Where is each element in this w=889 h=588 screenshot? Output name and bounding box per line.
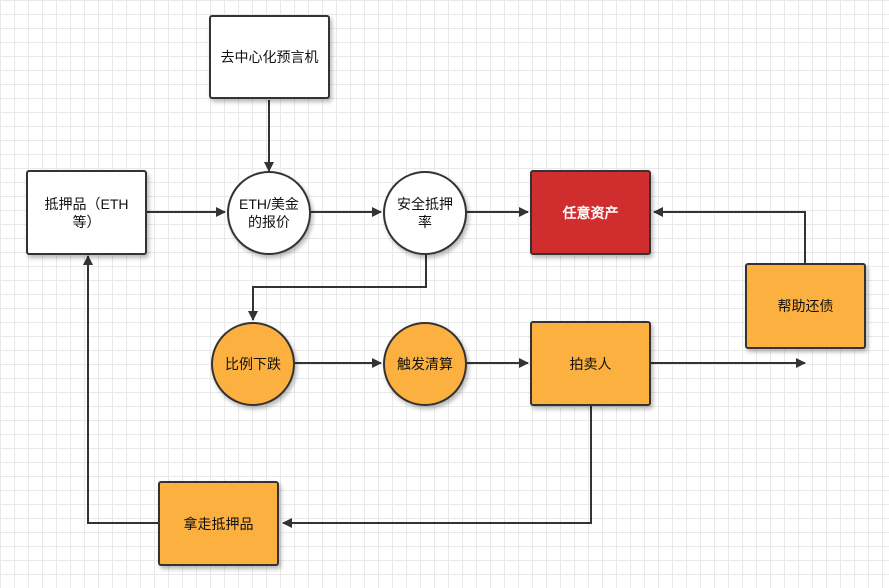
eth-usd-price-node-label: ETH/美金的报价 [239, 196, 299, 230]
collateral-node-label: 抵押品（ETH等） [44, 195, 129, 230]
any-asset-node: 任意资产 [530, 170, 651, 255]
edge-take-collateral-to-collateral [83, 255, 158, 524]
oracle-node-label: 去中心化预言机 [220, 49, 319, 65]
safe-ratio-node: 安全抵押率 [383, 171, 467, 255]
auctioneer-node: 拍卖人 [530, 321, 651, 406]
trigger-liquidation-node: 触发清算 [383, 322, 467, 406]
help-repay-node-label: 帮助还债 [777, 298, 834, 314]
take-collateral-node: 拿走抵押品 [158, 481, 279, 566]
help-repay-node: 帮助还债 [745, 263, 866, 349]
take-collateral-node-label: 拿走抵押品 [183, 515, 254, 532]
edge-help-repay-to-any-asset [653, 207, 806, 263]
ratio-drop-node: 比例下跌 [211, 322, 295, 406]
edge-safe-ratio-to-ratio-drop [248, 254, 427, 321]
auctioneer-node-label: 拍卖人 [569, 355, 612, 372]
trigger-liquidation-node-label: 触发清算 [397, 356, 453, 372]
oracle-node: 去中心化预言机 [209, 15, 330, 99]
any-asset-node-label: 任意资产 [562, 204, 619, 221]
collateral-node: 抵押品（ETH等） [26, 170, 147, 255]
edge-auctioneer-to-take-collateral [282, 405, 592, 528]
ratio-drop-node-label: 比例下跌 [225, 356, 281, 372]
eth-usd-price-node: ETH/美金的报价 [227, 171, 311, 255]
safe-ratio-node-label: 安全抵押率 [397, 196, 453, 230]
